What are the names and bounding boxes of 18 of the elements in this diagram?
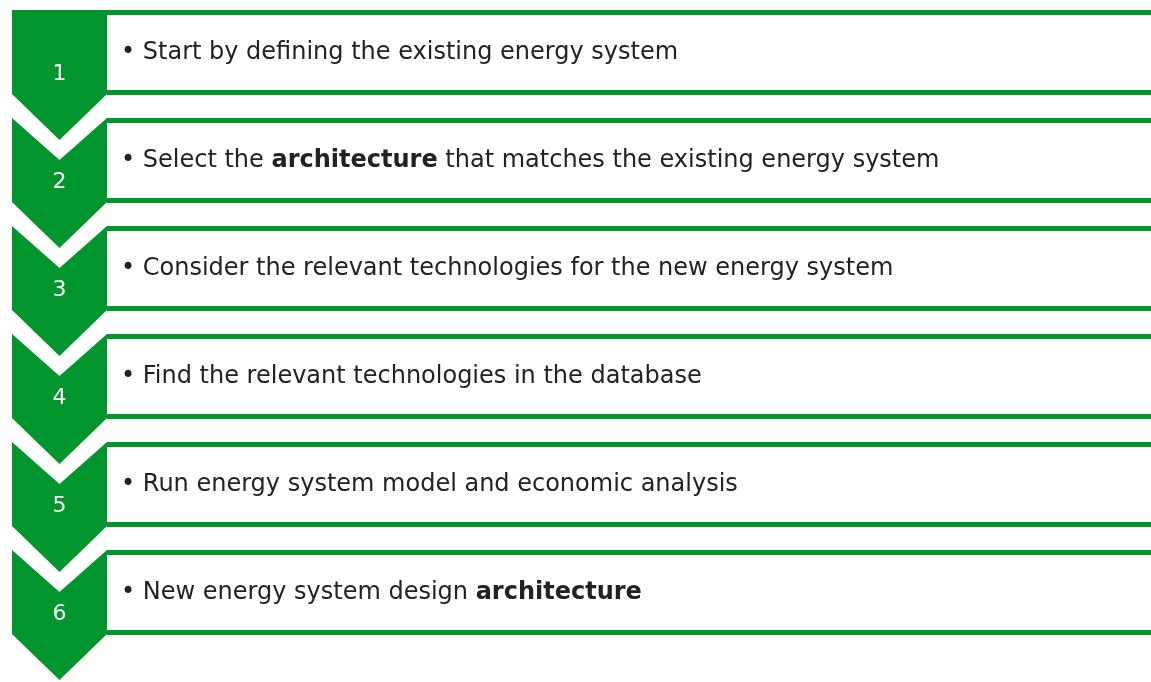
step-text: • Run energy system model and economic analysis: [121, 469, 738, 497]
step-number: 4: [51, 384, 68, 409]
step-band: [107, 550, 1151, 635]
step-number: 5: [51, 492, 68, 517]
step-number: 2: [51, 168, 68, 193]
step-band: [107, 442, 1151, 527]
step-text: • Consider the relevant technologies for the new energy system: [121, 253, 894, 281]
step-number: 3: [51, 276, 68, 301]
step-band: [107, 10, 1151, 95]
step-band: [107, 118, 1151, 203]
step-text: • Start by defining the existing energy system: [121, 37, 679, 65]
step-text: • Find the relevant technologies in the database: [121, 361, 702, 389]
step-number: 6: [51, 600, 68, 625]
step-text: • New energy system design architecture: [121, 577, 642, 605]
step-text: • Select the architecture that matches the existing energy system: [121, 145, 940, 173]
step-number: 1: [51, 60, 68, 85]
step-band: [107, 226, 1151, 311]
step-band: [107, 334, 1151, 419]
